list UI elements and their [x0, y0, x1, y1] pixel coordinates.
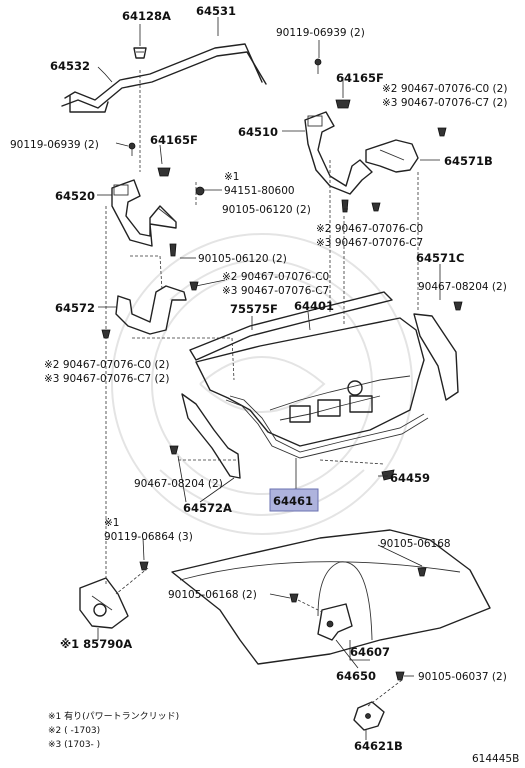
label-64510[interactable]: 64510	[238, 125, 278, 139]
clip-64128A[interactable]	[133, 47, 147, 59]
label-90105-06168-left[interactable]: 90105-06168 (2)	[168, 589, 257, 601]
label-64459[interactable]: 64459	[390, 471, 430, 485]
clip-90467-07076-mid[interactable]	[371, 202, 381, 212]
trunk-lid-64401[interactable]	[195, 317, 425, 447]
seal-64461[interactable]	[225, 395, 429, 459]
label-90105-06120-right[interactable]: 90105-06120 (2)	[222, 204, 311, 216]
highlight-box-64461	[269, 488, 319, 512]
label-64401[interactable]: 64401	[294, 299, 334, 313]
bolt-90105-06120-right[interactable]	[341, 199, 349, 213]
label-note2-d[interactable]: ※2 90467-07076-C0 (2)	[44, 359, 169, 371]
label-note3-c[interactable]: ※3 90467-07076-C7	[222, 285, 329, 297]
nut-94151-80600[interactable]	[195, 186, 205, 196]
hinge-cover-64571C[interactable]	[413, 313, 459, 401]
bumper-64459[interactable]	[381, 469, 395, 481]
bolt-90105-06168[interactable]	[289, 567, 427, 603]
label-94151-80600[interactable]: 94151-80600	[224, 185, 295, 197]
label-64650[interactable]: 64650	[336, 669, 376, 683]
label-64607[interactable]: 64607	[350, 645, 390, 659]
label-64532[interactable]: 64532	[50, 59, 90, 73]
label-90119-06939-right[interactable]: 90119-06939 (2)	[276, 27, 365, 39]
hinge-cover-64571B[interactable]	[365, 139, 419, 173]
label-64572A[interactable]: 64572A	[183, 501, 232, 515]
cushion-64165F-right[interactable]	[335, 99, 351, 109]
footnote-3: ※3 (1703- )	[48, 740, 100, 750]
clip-90467-08204-left[interactable]	[169, 445, 179, 455]
label-note3-a[interactable]: ※3 90467-07076-C7 (2)	[382, 97, 507, 109]
label-note3-b[interactable]: ※3 90467-07076-C7	[316, 237, 423, 249]
moulding-75575F[interactable]	[189, 291, 393, 361]
label-90119-06939-left[interactable]: 90119-06939 (2)	[10, 139, 99, 151]
label-90467-08204-left[interactable]: 90467-08204 (2)	[134, 478, 223, 490]
label-note3-d[interactable]: ※3 90467-07076-C7 (2)	[44, 373, 169, 385]
label-64461[interactable]: 64461	[273, 494, 313, 508]
label-64531[interactable]: 64531	[196, 4, 236, 18]
label-note1-b[interactable]: ※1	[104, 517, 119, 529]
cushion-64165F-left[interactable]	[157, 167, 171, 177]
label-85790A[interactable]: ※1 85790A	[60, 637, 132, 651]
catalog-id: 614445B	[472, 753, 519, 765]
label-64571B[interactable]: 64571B	[444, 154, 493, 168]
label-75575F[interactable]: 75575F	[230, 302, 278, 316]
trunk-lid-outer[interactable]	[171, 529, 491, 665]
label-64165F-left[interactable]: 64165F	[150, 133, 198, 147]
leader-lines	[97, 17, 441, 740]
label-64128A[interactable]: 64128A	[122, 9, 171, 23]
striker-64621B[interactable]	[353, 701, 385, 731]
watermark-emblem	[111, 233, 413, 535]
footnotes: ※1 有り(パワートランクリッド) ※2 ( -1703) ※3 (1703- …	[48, 710, 179, 750]
label-64571C[interactable]: 64571C	[416, 251, 464, 265]
label-note2-b[interactable]: ※2 90467-07076-C0	[316, 223, 423, 235]
clip-90467-08204-right[interactable]	[453, 301, 463, 311]
bolt-90105-06037[interactable]	[395, 671, 405, 681]
bolt-90119-06939-left[interactable]	[128, 142, 136, 156]
label-90119-06864[interactable]: 90119-06864 (3)	[104, 531, 193, 543]
lock-64650[interactable]	[317, 603, 353, 641]
label-note1-a[interactable]: ※1	[224, 171, 239, 183]
hinge-64520[interactable]	[111, 179, 177, 247]
label-90467-08204-right[interactable]: 90467-08204 (2)	[418, 281, 507, 293]
bolt-90119-06939-right[interactable]	[314, 58, 322, 74]
label-90105-06037[interactable]: 90105-06037 (2)	[418, 671, 507, 683]
label-64572[interactable]: 64572	[55, 301, 95, 315]
bolt-90105-06120-left[interactable]	[169, 243, 177, 257]
label-90105-06120-left[interactable]: 90105-06120 (2)	[198, 253, 287, 265]
label-64520[interactable]: 64520	[55, 189, 95, 203]
hinge-64510[interactable]	[304, 111, 373, 195]
label-90105-06168-right[interactable]: 90105-06168	[380, 538, 451, 550]
cover-64572A[interactable]	[181, 393, 241, 479]
label-note2-a[interactable]: ※2 90467-07076-C0 (2)	[382, 83, 507, 95]
label-64621B[interactable]: 64621B	[354, 739, 403, 753]
label-note2-c[interactable]: ※2 90467-07076-C0	[222, 271, 329, 283]
footnote-1: ※1 有り(パワートランクリッド)	[48, 710, 179, 722]
hinge-cover-64572[interactable]	[115, 285, 187, 335]
footnote-2: ※2 ( -1703)	[48, 726, 100, 736]
part-labels: 64128A 64531 64532 90119-06939 (2) 64165…	[10, 4, 507, 753]
cable-64607[interactable]	[317, 561, 373, 641]
motor-85790A[interactable]	[79, 577, 129, 629]
clip-90467-07076-right-top[interactable]	[437, 127, 447, 137]
label-64165F-right[interactable]: 64165F	[336, 71, 384, 85]
torsion-bar-64531[interactable]	[61, 43, 267, 113]
